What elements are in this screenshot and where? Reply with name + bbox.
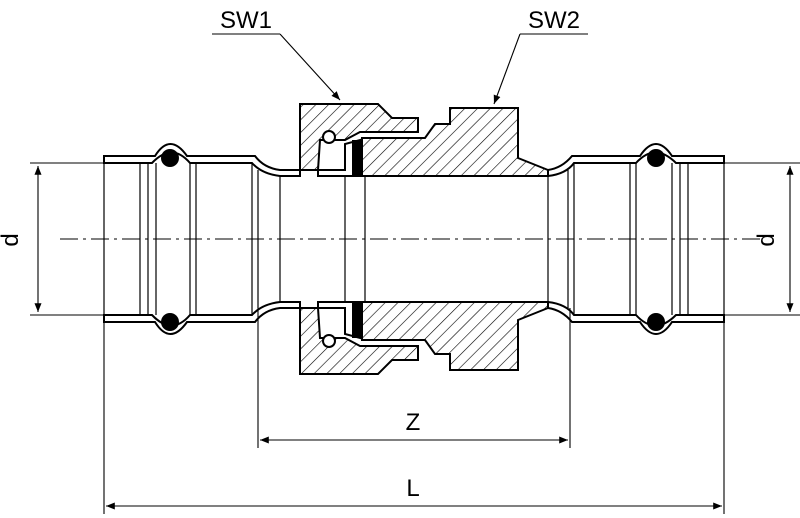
flat-gasket-top xyxy=(352,140,362,176)
dimension-d-right xyxy=(724,162,800,316)
right-o-ring-top xyxy=(647,149,665,167)
dimension-l-label: L xyxy=(406,475,419,502)
left-o-ring-bottom xyxy=(161,313,179,331)
sw1-label: SW1 xyxy=(220,7,272,34)
right-o-ring-bottom xyxy=(647,313,665,331)
dimension-l xyxy=(103,322,725,514)
dimension-d-right-label: d xyxy=(753,233,780,246)
nut-o-ring-bottom xyxy=(322,334,336,348)
sw2-label: SW2 xyxy=(528,7,580,34)
union-body xyxy=(361,107,549,371)
dimension-d-left-label: d xyxy=(0,233,24,246)
flat-gasket-bottom xyxy=(352,302,362,338)
sw1-leader xyxy=(212,33,341,101)
dimension-z-label: Z xyxy=(406,409,421,436)
dimension-z xyxy=(257,308,571,448)
nut-o-ring-top xyxy=(322,130,336,144)
union-nut xyxy=(299,103,419,375)
sw2-leader xyxy=(493,33,588,105)
left-o-ring-top xyxy=(161,149,179,167)
dimension-d-left xyxy=(30,162,104,316)
